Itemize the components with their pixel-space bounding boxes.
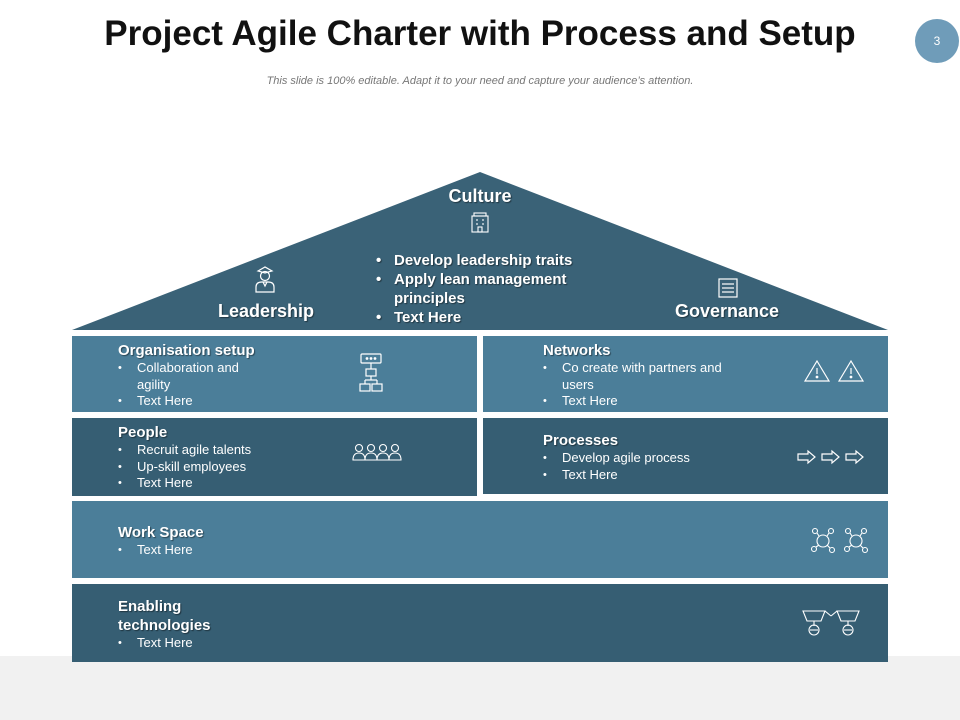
leadership-heading: Leadership (217, 301, 315, 321)
network-nodes-icon (810, 527, 872, 560)
block-bullet: Recruit agile talents (118, 442, 318, 459)
block-bullet: Text Here (543, 393, 753, 410)
roof-bullet: Text Here (374, 308, 604, 327)
building-icon (470, 212, 490, 239)
block-bullet: Text Here (118, 475, 318, 492)
networks-block: Networks Co create with partners and use… (483, 336, 888, 412)
block-bullet: Co create with partners and users (543, 360, 753, 393)
block-title: Work Space (118, 524, 204, 541)
block-bullet: Text Here (118, 635, 318, 652)
organisation-setup-block: Organisation setup Collaboration and agi… (72, 336, 477, 412)
block-title: Networks (543, 342, 611, 359)
block-bullets: Co create with partners and users Text H… (543, 360, 753, 410)
warning-triangle-icon (803, 359, 867, 388)
work-space-block: Work Space Text Here (72, 501, 888, 578)
block-bullet: Text Here (118, 542, 318, 559)
processes-block: Processes Develop agile process Text Her… (483, 418, 888, 494)
document-icon (717, 277, 739, 304)
roof-bullet: Apply lean management principles (374, 270, 604, 308)
roof-bullet-list: Develop leadership traits Apply lean man… (374, 251, 604, 327)
roof-bullet: Develop leadership traits (374, 251, 604, 270)
leader-icon (253, 264, 277, 299)
arrow-right-icon (796, 449, 866, 470)
page-number-badge: 3 (915, 19, 959, 63)
people-block: People Recruit agile talents Up-skill em… (72, 418, 477, 496)
culture-heading: Culture (448, 186, 512, 206)
block-bullet: Collaboration and agility (118, 360, 268, 393)
governance-heading: Governance (674, 301, 780, 321)
block-bullets: Text Here (118, 635, 318, 652)
block-bullets: Collaboration and agility Text Here (118, 360, 268, 410)
block-title: Enabling technologies (118, 598, 211, 634)
slide-subtitle: This slide is 100% editable. Adapt it to… (266, 75, 694, 87)
block-bullet: Up-skill employees (118, 459, 318, 476)
tech-flow-icon (801, 608, 863, 643)
block-bullets: Develop agile process Text Here (543, 450, 753, 483)
block-title: Processes (543, 432, 619, 449)
block-title: People (118, 424, 168, 441)
hierarchy-icon (358, 352, 384, 399)
footer-band (0, 656, 960, 720)
team-icon (352, 442, 404, 467)
enabling-technologies-block: Enabling technologies Text Here (72, 584, 888, 662)
block-bullets: Recruit agile talents Up-skill employees… (118, 442, 318, 492)
block-bullets: Text Here (118, 542, 318, 559)
slide-title: Project Agile Charter with Process and S… (104, 14, 856, 53)
block-bullet: Text Here (118, 393, 268, 410)
block-title: Organisation setup (118, 342, 255, 359)
block-bullet: Text Here (543, 467, 753, 484)
block-bullet: Develop agile process (543, 450, 753, 467)
